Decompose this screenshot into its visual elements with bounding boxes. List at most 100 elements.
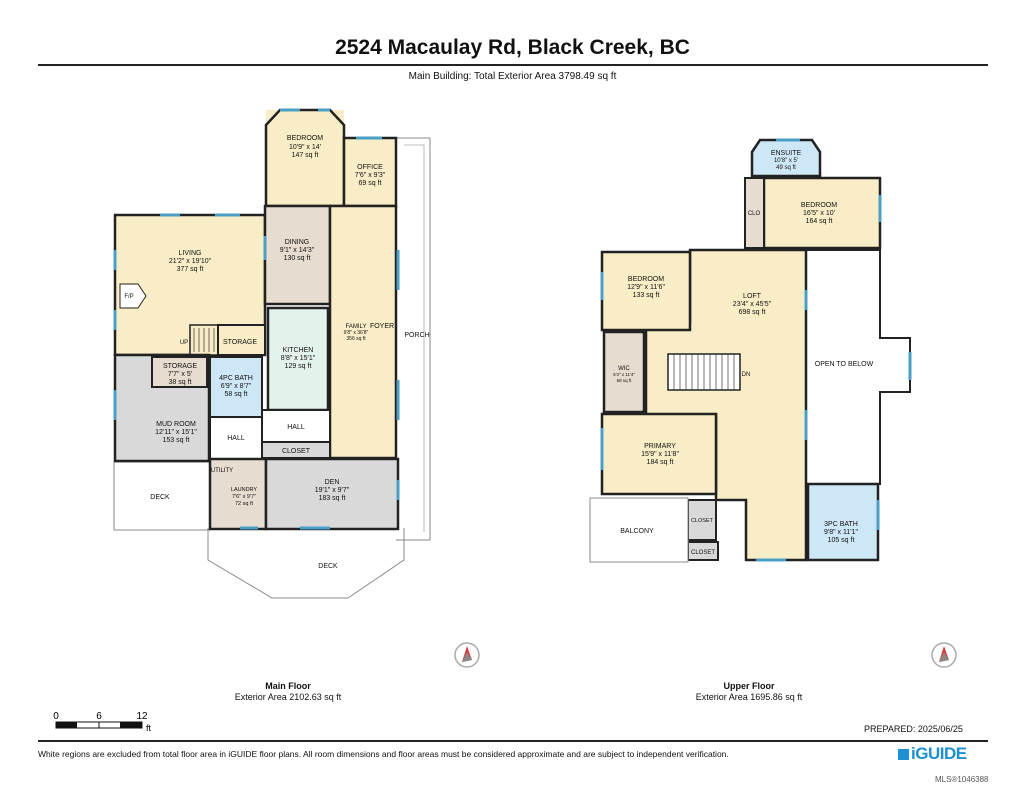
area-living: 377 sq ft [177,266,204,273]
label-fp: F/P [124,294,133,300]
label-bedroom-main: BEDROOM [287,135,323,142]
main-floor-caption: Main Floor Exterior Area 2102.63 sq ft [188,681,388,703]
area-laundry: 72 sq ft [235,501,254,507]
disclaimer-footnote: White regions are excluded from total fl… [38,749,729,759]
mls-number: MLS®1046388 [935,775,989,784]
dims-primary: 15'9" x 11'8" [641,451,679,458]
upper-floor-name: Upper Floor [723,681,775,691]
label-hall-1: HALL [227,435,245,442]
area-den: 183 sq ft [319,495,346,502]
dims-family: 9'8" x 36'8" [344,330,369,336]
label-dn: DN [742,372,751,378]
dims-wic: 5'3" x 11'4" [613,372,635,377]
dims-4pc-bath: 6'9" x 8'7" [221,383,252,390]
label-wic: WIC [618,366,630,372]
label-foyer: FOYER [370,323,394,330]
label-closet-upper-2: CLOSET [691,550,715,556]
area-mudroom: 153 sq ft [163,437,190,444]
area-wic: 58 sq ft [617,378,633,383]
dims-bedroom-upper-1: 16'5" x 10' [803,210,835,217]
label-utility: UTILITY [211,468,233,474]
compass-icon-upper [931,642,957,668]
label-closet-main: CLOSET [282,448,311,455]
upper-floor-plan: ENSUITE 10'8" x 5' 49 sq ft BEDROOM 16'5… [589,138,912,563]
room-kitchen [266,306,330,412]
dims-ensuite: 10'8" x 5' [774,158,798,164]
area-storage-small: 38 sq ft [169,379,192,386]
room-ensuite [750,138,822,178]
dims-loft: 23'4" x 45'5" [733,301,772,308]
iguide-logo: iGUIDE [898,744,967,764]
label-deck-bottom: DECK [318,563,338,570]
scale-unit: ft [146,723,152,733]
compass-icon-main [454,642,480,668]
scale-tick-12: 12 [136,711,148,722]
main-floor-plan: BEDROOM 10'9" x 14' 147 sq ft OFFICE 7'6… [113,108,431,599]
label-primary: PRIMARY [644,443,676,450]
label-closet-upper-1: CLOSET [691,518,714,524]
iguide-logo-text: iGUIDE [911,744,967,763]
label-family: FAMILY [346,324,367,330]
scale-tick-6: 6 [96,711,102,722]
dims-kitchen: 8'8" x 15'1" [281,355,316,362]
label-hall-2: HALL [287,424,305,431]
label-bedroom-upper-2: BEDROOM [628,276,664,283]
room-family [328,204,398,460]
room-wic [602,330,646,414]
area-bedroom-main: 147 sq ft [292,152,319,159]
label-loft: LOFT [743,293,762,300]
dims-3pc-bath: 9'8" x 11'1" [824,529,858,536]
label-laundry: LAUNDRY [231,487,258,493]
area-loft: 698 sq ft [739,309,766,316]
label-living: LIVING [179,250,202,257]
scale-tick-0: 0 [53,711,59,722]
label-up: UP [180,340,188,346]
area-primary: 184 sq ft [647,459,674,466]
title-divider [38,64,988,66]
room-3pc-bath [806,482,880,562]
room-bedroom-upper-2 [600,250,692,332]
dims-bedroom-upper-2: 12'9" x 11'6" [627,284,665,291]
area-office: 69 sq ft [359,180,382,187]
label-storage-small: STORAGE [163,363,197,370]
area-3pc-bath: 105 sq ft [828,537,855,544]
label-clo: CLO [748,211,761,217]
room-bedroom-upper-1 [762,176,882,250]
dims-office: 7'6" x 9'3" [355,172,386,179]
page-title: 2524 Macaulay Rd, Black Creek, BC [335,36,690,59]
area-bedroom-upper-1: 164 sq ft [806,218,833,225]
dims-mudroom: 12'11" x 15'1" [155,429,197,436]
area-4pc-bath: 58 sq ft [225,391,248,398]
dims-living: 21'2" x 19'10" [169,258,212,265]
label-3pc-bath: 3PC BATH [824,521,858,528]
room-primary [600,412,718,496]
area-family: 356 sq ft [346,336,366,342]
main-floor-area: Exterior Area 2102.63 sq ft [234,692,342,702]
upper-floor-caption: Upper Floor Exterior Area 1695.86 sq ft [649,681,849,703]
room-den [264,457,400,531]
label-office: OFFICE [357,164,383,171]
label-mudroom: MUD ROOM [156,421,196,428]
label-dining: DINING [285,239,310,246]
area-bedroom-upper-2: 133 sq ft [633,292,660,299]
dims-laundry: 7'6" x 9'7" [232,494,256,500]
dims-den: 19'1" x 9'7" [315,487,350,494]
label-kitchen: KITCHEN [283,347,314,354]
room-clo [744,177,765,249]
iguide-logo-icon [898,749,909,760]
label-4pc-bath: 4PC BATH [219,375,253,382]
room-storage [217,324,266,356]
label-ensuite: ENSUITE [771,150,802,157]
upper-floor-area: Exterior Area 1695.86 sq ft [695,692,803,702]
label-balcony: BALCONY [620,528,654,535]
area-ensuite: 49 sq ft [776,165,796,171]
balcony [589,497,689,563]
footer-divider [38,740,988,742]
label-den: DEN [325,479,340,486]
label-open-to-below: OPEN TO BELOW [815,361,874,368]
label-porch: PORCH [404,332,429,339]
room-closet-upper-1 [687,499,717,541]
dims-storage-small: 7'7" x 5' [168,371,192,378]
main-floor-name: Main Floor [265,681,311,691]
